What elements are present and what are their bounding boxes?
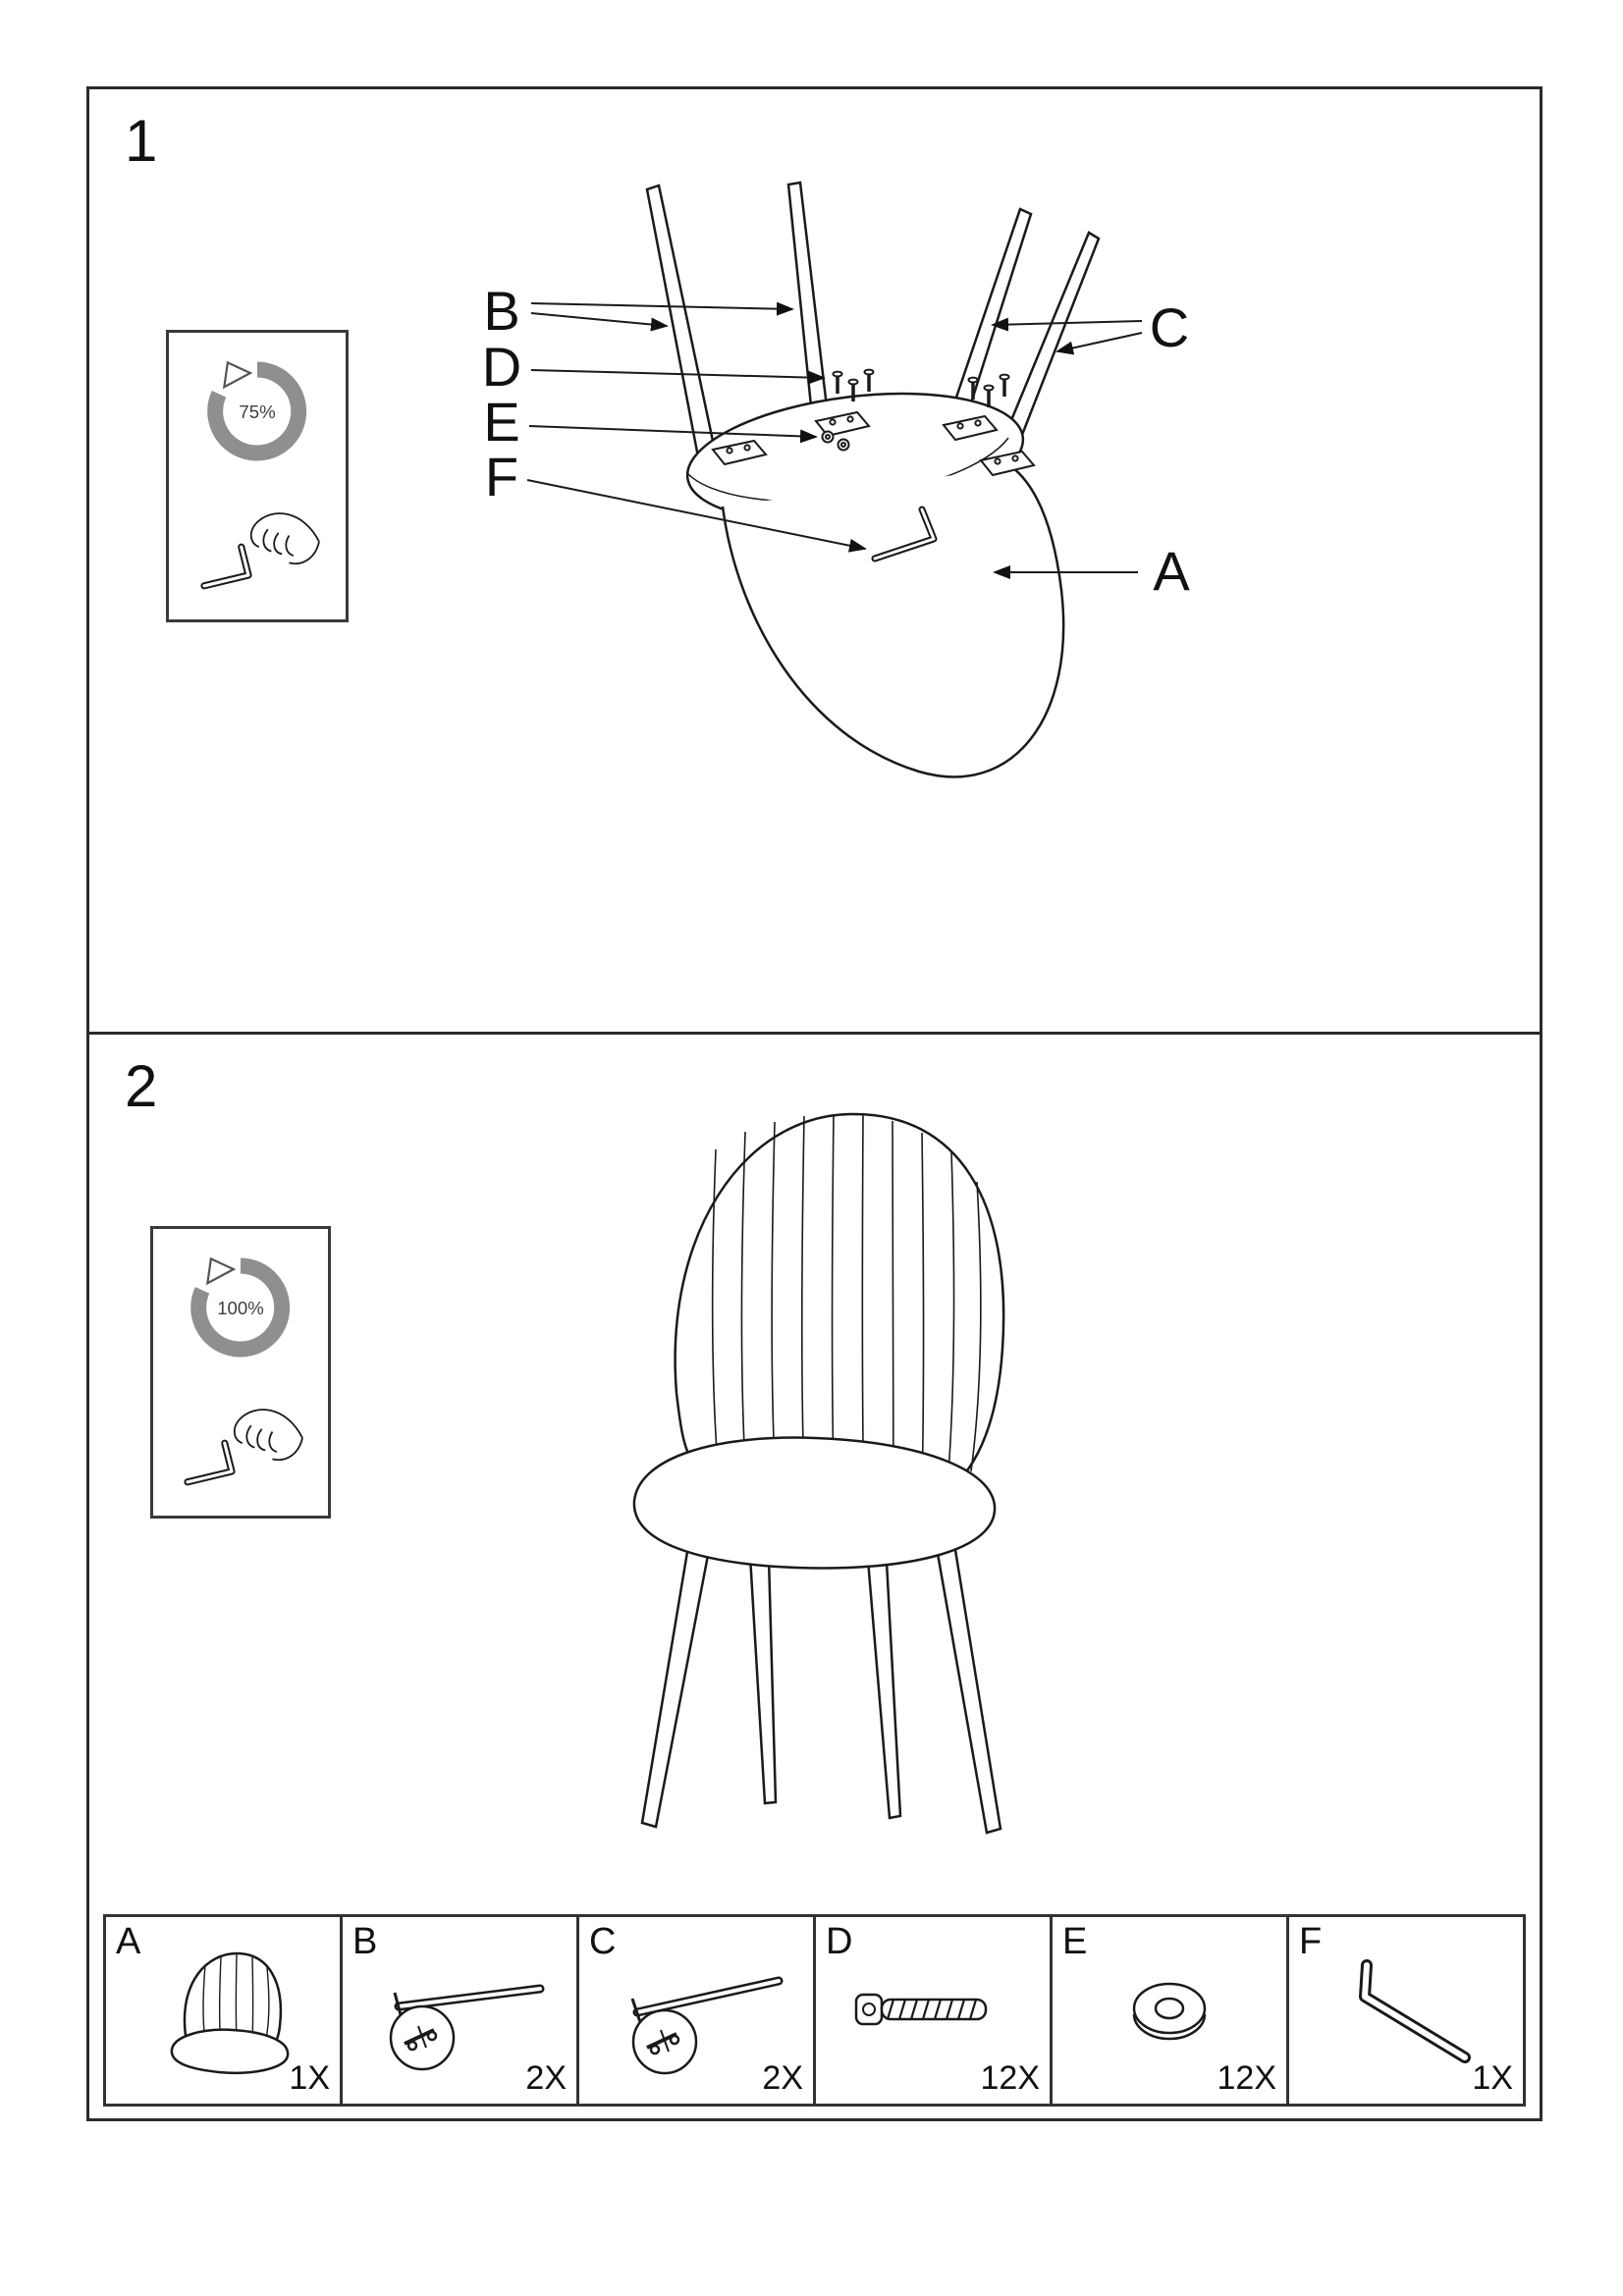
chair-leg — [866, 1558, 902, 1820]
step-1-number: 1 — [125, 108, 158, 174]
part-qty: 12X — [1217, 2059, 1277, 2097]
progress-percent-label: 100% — [217, 1298, 264, 1318]
progress-ring-75-icon: 75% — [207, 360, 307, 461]
instruction-sheet: 1 75% — [86, 86, 1542, 2121]
part-b-leg-icon — [389, 1984, 545, 2071]
callout-a: A — [1153, 540, 1190, 602]
hand-allen-key-icon — [184, 1409, 303, 1486]
chair-leg — [748, 1554, 778, 1805]
progress-percent-label: 75% — [239, 401, 275, 422]
leg-b2 — [786, 181, 832, 437]
step-1-panel: 1 75% — [89, 89, 1540, 1035]
part-f-allen-key-icon — [1359, 1959, 1471, 2063]
part-label: B — [352, 1921, 378, 1962]
step-1-illustration: B D E F C A — [482, 181, 1190, 778]
chair-leg — [935, 1546, 1002, 1835]
callout-f: F — [485, 446, 518, 507]
hand-allen-key-icon — [200, 512, 320, 590]
part-qty: 1X — [1472, 2059, 1513, 2097]
part-label: A — [116, 1921, 141, 1962]
step-1-tool-hint-box: 75% — [166, 330, 349, 622]
seat-shell — [721, 466, 1065, 778]
part-label: D — [826, 1921, 853, 1962]
assembled-chair-illustration — [632, 1112, 1005, 1835]
step-2-number: 2 — [125, 1053, 158, 1119]
leg-b1 — [645, 184, 720, 469]
callout-e: E — [483, 391, 519, 453]
callout-c: C — [1150, 296, 1189, 358]
part-qty: 1X — [289, 2059, 330, 2097]
callout-b: B — [483, 280, 519, 342]
screws-d — [832, 368, 1010, 407]
part-label: E — [1062, 1921, 1088, 1962]
part-cell-d: D 12X — [813, 1914, 1053, 2107]
mounting-plates — [711, 410, 1036, 477]
parts-list: A 1X B — [103, 1914, 1526, 2107]
part-cell-a: A 1X — [103, 1914, 343, 2107]
part-label: C — [589, 1921, 617, 1962]
chair-seat — [632, 1436, 997, 1570]
step-2-tool-hint-box: 100% — [150, 1226, 331, 1519]
progress-ring-100-icon: 100% — [190, 1256, 291, 1358]
part-d-screw-icon — [854, 1993, 988, 2026]
part-c-leg-icon — [630, 1976, 784, 2075]
step-2-panel: 2 100% — [89, 1035, 1540, 2118]
part-a-shell-icon — [170, 1951, 290, 2074]
part-qty: 12X — [980, 2059, 1041, 2097]
part-cell-c: C 2X — [576, 1914, 816, 2107]
part-cell-e: E 12X — [1050, 1914, 1289, 2107]
part-label: F — [1299, 1921, 1323, 1962]
part-qty: 2X — [525, 2059, 567, 2097]
part-qty: 2X — [762, 2059, 803, 2097]
part-cell-f: F 1X — [1286, 1914, 1526, 2107]
washers-e — [821, 430, 850, 452]
chair-leg — [640, 1538, 712, 1829]
part-cell-b: B 2X — [340, 1914, 579, 2107]
part-e-washer-icon — [1132, 1982, 1207, 2041]
callout-d: D — [482, 336, 521, 398]
